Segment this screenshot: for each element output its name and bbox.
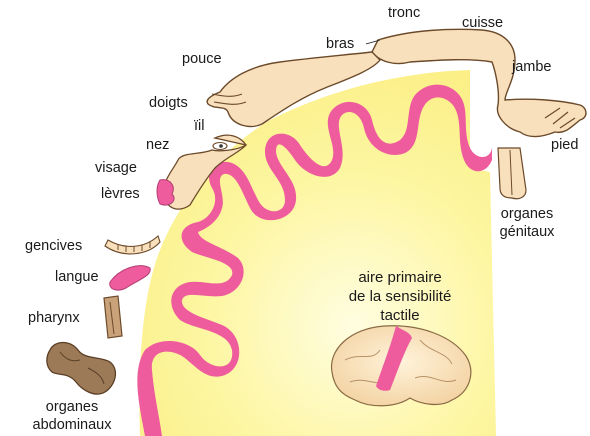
label-nez: nez xyxy=(146,137,169,153)
pharynx-shape xyxy=(104,296,122,338)
label-oeil: ïil xyxy=(194,118,204,134)
label-organes-abdominaux-1: organes xyxy=(46,399,98,415)
tongue-shape xyxy=(110,266,150,290)
caption-line-1: aire primaire xyxy=(358,269,441,286)
lips-shape xyxy=(157,180,174,205)
label-doigts: doigts xyxy=(149,95,188,111)
label-tronc: tronc xyxy=(388,5,420,21)
label-gencives: gencives xyxy=(25,238,82,254)
label-organes-genitaux-2: génitaux xyxy=(500,224,556,240)
label-visage: visage xyxy=(95,160,137,176)
label-pharynx: pharynx xyxy=(28,310,80,326)
label-bras: bras xyxy=(326,36,354,52)
abdominal-organs-shape xyxy=(47,343,116,395)
label-organes-abdominaux-2: abdominaux xyxy=(33,417,113,433)
caption-line-2: de la sensibilité xyxy=(349,288,452,305)
label-organes-genitaux-1: organes xyxy=(501,206,553,222)
label-pouce: pouce xyxy=(182,51,222,67)
label-levres: lèvres xyxy=(101,186,140,202)
label-pied: pied xyxy=(551,137,578,153)
eye-pupil xyxy=(219,144,223,148)
caption-line-3: tactile xyxy=(380,307,419,324)
label-cuisse: cuisse xyxy=(462,15,503,31)
label-jambe: jambe xyxy=(511,59,552,75)
label-langue: langue xyxy=(55,269,99,285)
gums-shape xyxy=(105,236,160,254)
